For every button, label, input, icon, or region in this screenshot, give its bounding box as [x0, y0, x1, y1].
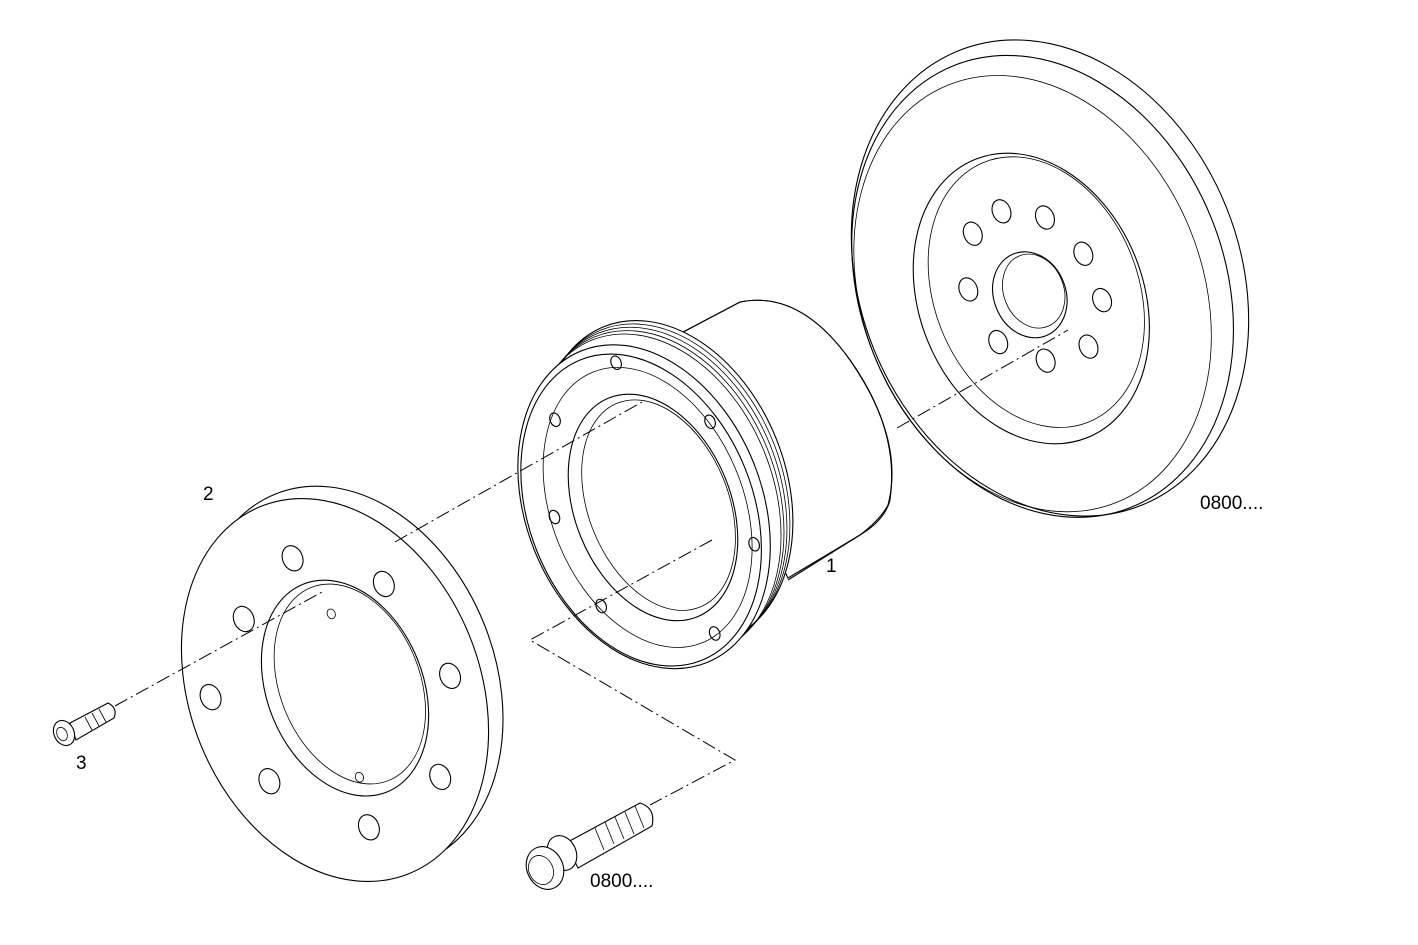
callout-part-1: 1: [826, 556, 837, 577]
callout-part-2: 2: [203, 484, 214, 505]
spacer-ring: [180, 485, 504, 882]
hex-bolt: [525, 802, 654, 890]
callout-hub-reference: 0800....: [1200, 493, 1263, 514]
socket-head-screw: [52, 702, 116, 747]
callout-part-3: 3: [76, 753, 87, 774]
hub-bolt-holes: [958, 199, 1113, 373]
ring-bolt-holes: [199, 545, 462, 841]
pulley-damper: [517, 299, 893, 670]
assembly-axes: [114, 329, 1069, 806]
callout-bolt-reference: 0800....: [590, 871, 653, 892]
